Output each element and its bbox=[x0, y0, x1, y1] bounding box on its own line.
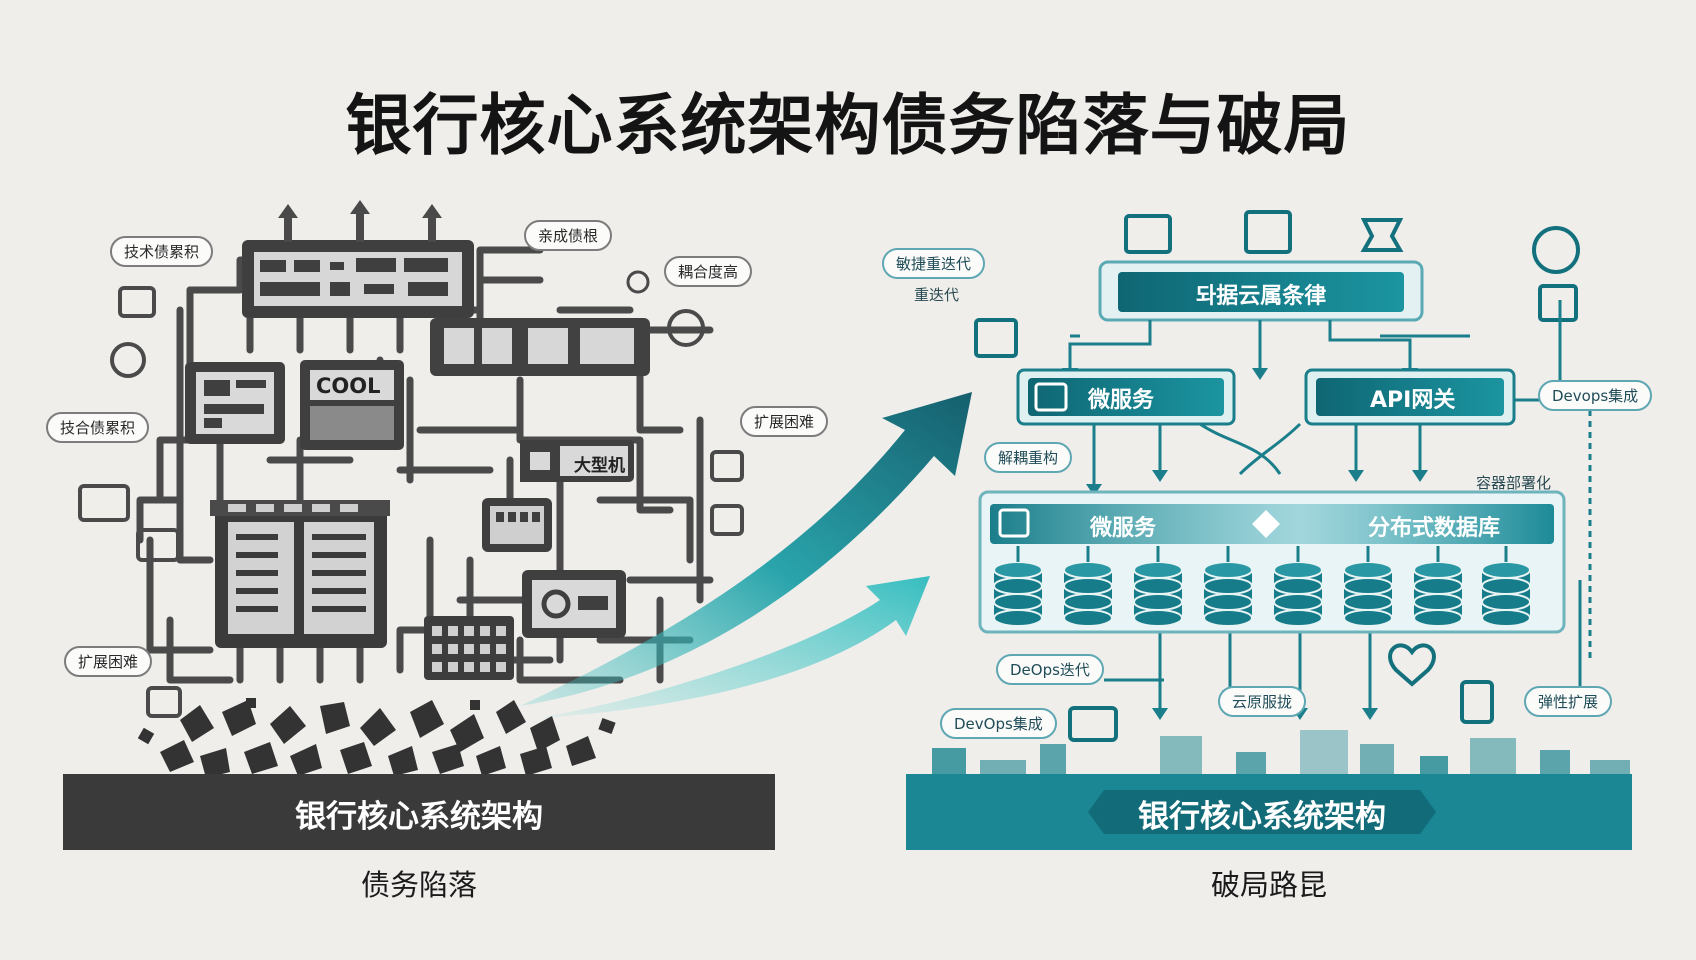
label-legacy-root: 亲成债根 bbox=[524, 220, 613, 251]
modern-base-label: 银行核心系统架构 bbox=[1138, 799, 1386, 835]
database-icon bbox=[993, 546, 1043, 627]
legacy-caption: 债务陷落 bbox=[360, 868, 477, 902]
cloud-gateway-label: 돠据云属条律 bbox=[1196, 284, 1327, 309]
modern-caption: 破局路昆 bbox=[1210, 868, 1327, 902]
label-debt-accumulation: 技合债累积 bbox=[46, 412, 150, 443]
microservice-icon bbox=[1034, 382, 1068, 412]
cloud-gateway[interactable] bbox=[1118, 272, 1404, 312]
label-cloud-native: 云原服拢 bbox=[1218, 686, 1307, 717]
database-icon bbox=[1413, 546, 1463, 627]
label-agile-iteration: 敏捷重迭代 bbox=[882, 248, 986, 279]
label-scaling-hard-right: 扩展困难 bbox=[740, 406, 829, 437]
microservice-top-label: 微服务 bbox=[1088, 388, 1155, 413]
legacy-components bbox=[78, 200, 744, 718]
label-deops-iteration: DeOps迭代 bbox=[996, 654, 1104, 685]
transformation-arrow bbox=[520, 392, 972, 706]
database-icon bbox=[1273, 546, 1323, 627]
label-containerization: 容器部署化 bbox=[1476, 474, 1552, 492]
bottom-icons bbox=[1068, 643, 1494, 742]
database-cluster bbox=[993, 546, 1531, 627]
legacy-base-label: 银行核心系统架构 bbox=[295, 799, 543, 835]
database-icon bbox=[1063, 546, 1113, 627]
label-devops-integration-bottom: DevOps集成 bbox=[940, 708, 1057, 739]
api-gateway-label: API网关 bbox=[1370, 388, 1456, 413]
database-icon bbox=[1481, 546, 1531, 627]
database-icon bbox=[1343, 546, 1393, 627]
label-devops-integration-top: Devops集成 bbox=[1538, 380, 1653, 411]
label-elastic-scaling: 弹性扩展 bbox=[1524, 686, 1613, 717]
label-iteration: 重迭代 bbox=[914, 286, 960, 304]
api-gateway[interactable] bbox=[1316, 378, 1504, 416]
sync-diamond-icon bbox=[1252, 510, 1280, 538]
modern-base-banner bbox=[1088, 790, 1436, 834]
label-coupling: 耦合度高 bbox=[664, 256, 753, 287]
crumbling-debris bbox=[137, 698, 616, 778]
label-tech-debt: 技术债累积 bbox=[110, 236, 214, 267]
transformation-arrow-secondary bbox=[540, 576, 930, 718]
database-icon bbox=[1203, 546, 1253, 627]
skyline bbox=[932, 730, 1630, 780]
microservice-top[interactable] bbox=[1028, 378, 1224, 416]
microservice-mid-label: 微服务 bbox=[1090, 516, 1157, 541]
legacy-base bbox=[63, 774, 775, 850]
top-icons bbox=[974, 210, 1580, 358]
mainframe-label: 大型机 bbox=[574, 456, 625, 476]
service-icon bbox=[998, 508, 1030, 538]
distributed-db-label: 分布式数据库 bbox=[1368, 516, 1501, 541]
page-title: 银行核心系统架构债务陷落与破局 bbox=[345, 87, 1351, 164]
database-icon bbox=[1133, 546, 1183, 627]
cobol-label: COOL bbox=[316, 374, 381, 398]
label-scaling-hard-left: 扩展困难 bbox=[64, 646, 153, 677]
label-decouple-refactor: 解耦重构 bbox=[984, 442, 1073, 473]
